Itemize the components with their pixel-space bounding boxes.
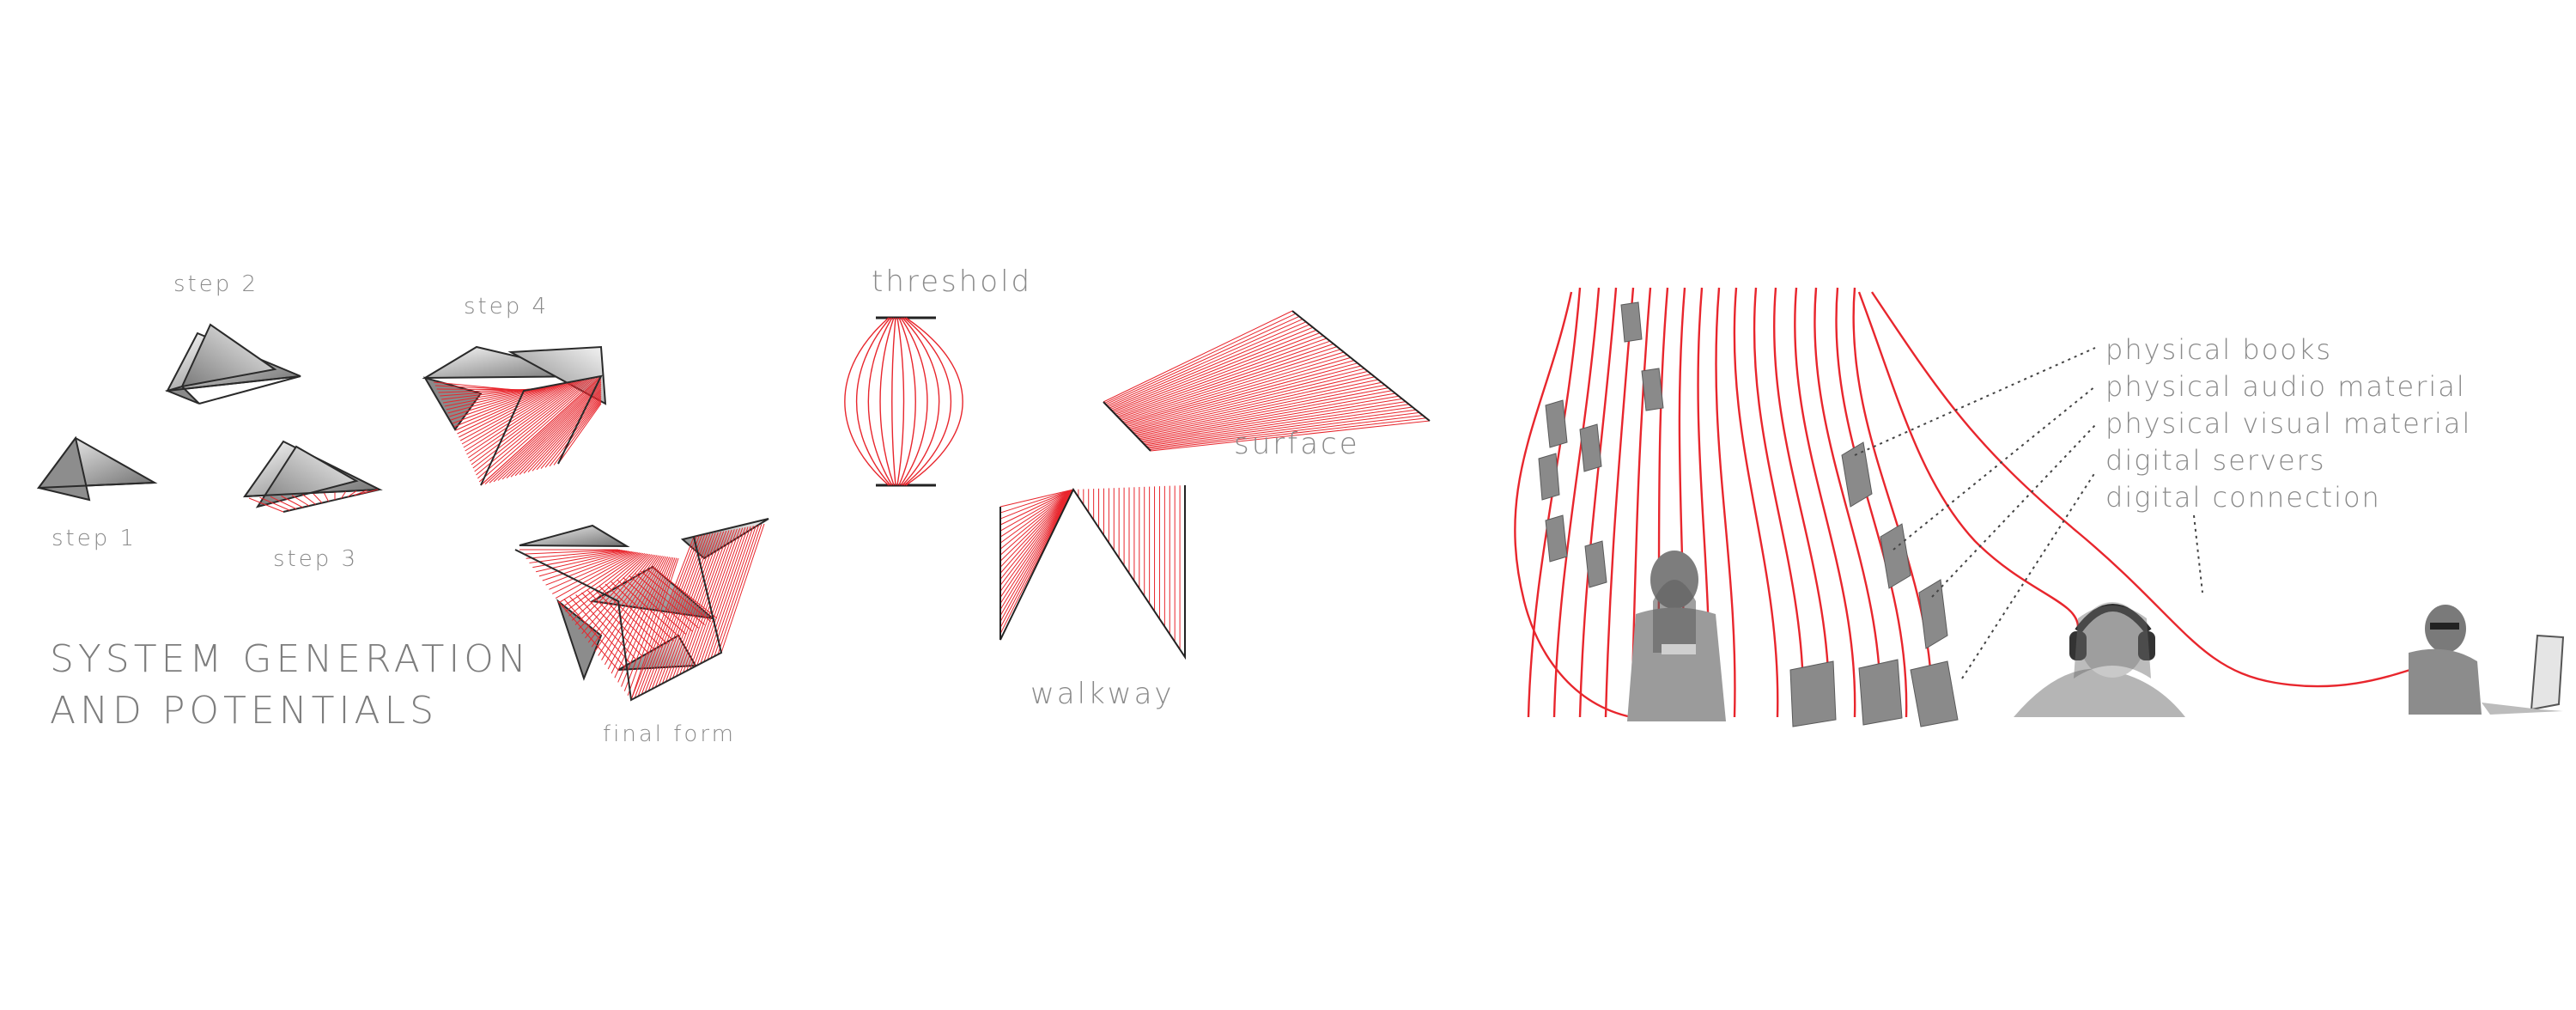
- threshold-shape: [844, 316, 963, 487]
- step-1-label: step 1: [52, 526, 137, 551]
- final-form-shape: [514, 518, 769, 702]
- legend-item: physical visual material: [2105, 407, 2472, 440]
- walkway-label: walkway: [1030, 677, 1175, 711]
- step3-shape: [243, 440, 383, 513]
- threshold-label: threshold: [872, 265, 1033, 299]
- surface-label: surface: [1234, 427, 1360, 461]
- walkway-shape: [999, 485, 1186, 660]
- step1-shape: [36, 435, 158, 502]
- legend-leader-lines: [1854, 347, 2203, 679]
- person-reading-photo: [1627, 551, 1726, 721]
- page-title-line2: AND POTENTIALS: [50, 689, 439, 733]
- step4-shape: [422, 345, 607, 486]
- step2-shape: [164, 323, 301, 405]
- legend-item: digital servers: [2105, 444, 2326, 477]
- legend-item: physical audio material: [2105, 370, 2466, 403]
- page-title-line1: SYSTEM GENERATION: [50, 637, 531, 681]
- step-2-label: step 2: [173, 271, 259, 297]
- final-form-label: final form: [603, 721, 736, 747]
- legend-item: physical books: [2105, 333, 2333, 366]
- step-4-label: step 4: [464, 294, 550, 319]
- legend-item: digital connection: [2105, 481, 2381, 514]
- surface-shape: [1103, 310, 1431, 452]
- person-laptop-photo: [2409, 605, 2565, 715]
- person-headphones-photo: [2014, 602, 2185, 717]
- media-panels: [1538, 301, 1959, 727]
- step-3-label: step 3: [273, 546, 359, 572]
